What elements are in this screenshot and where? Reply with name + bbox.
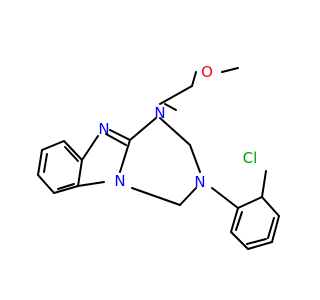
bond bbox=[129, 117, 157, 141]
bond bbox=[164, 103, 177, 111]
bond bbox=[77, 159, 83, 187]
bond bbox=[189, 144, 201, 173]
bond bbox=[247, 241, 273, 250]
bond bbox=[267, 217, 275, 239]
atom-n-benzyl: N bbox=[194, 173, 205, 191]
atom-chlorine: Cl bbox=[243, 149, 258, 167]
bond bbox=[119, 139, 131, 173]
bond bbox=[53, 185, 79, 194]
bond bbox=[159, 85, 193, 105]
atom-n-methoxyethyl: N bbox=[154, 104, 165, 122]
bond bbox=[41, 140, 65, 151]
bond bbox=[235, 211, 243, 231]
bond bbox=[43, 153, 48, 173]
bond bbox=[37, 149, 43, 176]
atom-o-methoxy: O bbox=[201, 63, 213, 81]
atom-n-benzimidazole: N bbox=[98, 120, 109, 138]
bond bbox=[57, 183, 75, 190]
bonds bbox=[37, 67, 280, 250]
bond bbox=[159, 117, 191, 146]
bond bbox=[271, 215, 280, 243]
bond bbox=[131, 187, 181, 206]
bond bbox=[211, 187, 239, 209]
bond bbox=[77, 181, 105, 187]
bond bbox=[179, 187, 197, 206]
bond bbox=[230, 231, 249, 250]
molecule-structure-diagram: N N N N O Cl bbox=[37, 63, 280, 250]
bond bbox=[261, 170, 267, 198]
bond bbox=[261, 196, 280, 217]
bond bbox=[37, 174, 55, 194]
bond bbox=[109, 129, 131, 141]
bond bbox=[221, 67, 239, 73]
bond bbox=[64, 146, 79, 162]
bond bbox=[105, 133, 127, 146]
bond bbox=[81, 135, 99, 161]
bond bbox=[230, 207, 239, 233]
bond bbox=[63, 140, 83, 161]
bond bbox=[191, 71, 197, 87]
atom-n-ring-junction: N bbox=[114, 172, 125, 190]
bond bbox=[246, 238, 267, 245]
bond bbox=[237, 196, 263, 209]
atom-labels: N N N N O Cl bbox=[98, 63, 257, 191]
